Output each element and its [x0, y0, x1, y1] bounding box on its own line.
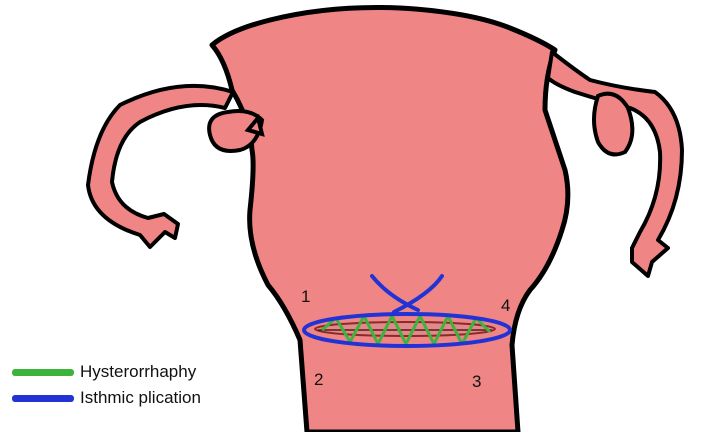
left-fallopian-tube — [88, 86, 233, 247]
legend-label: Hysterorrhaphy — [80, 362, 196, 382]
number-2: 2 — [314, 370, 323, 390]
number-3: 3 — [472, 372, 481, 392]
green-line-swatch — [12, 369, 74, 376]
uterus-body — [212, 8, 568, 432]
legend-isthmic-plication: Isthmic plication — [12, 388, 201, 408]
legend-label: Isthmic plication — [80, 388, 201, 408]
number-4: 4 — [501, 296, 510, 316]
number-1: 1 — [301, 287, 310, 307]
blue-line-swatch — [12, 395, 74, 402]
legend-hysterorrhaphy: Hysterorrhaphy — [12, 362, 196, 382]
right-ovary — [594, 94, 632, 155]
right-fallopian-tube — [548, 52, 682, 276]
